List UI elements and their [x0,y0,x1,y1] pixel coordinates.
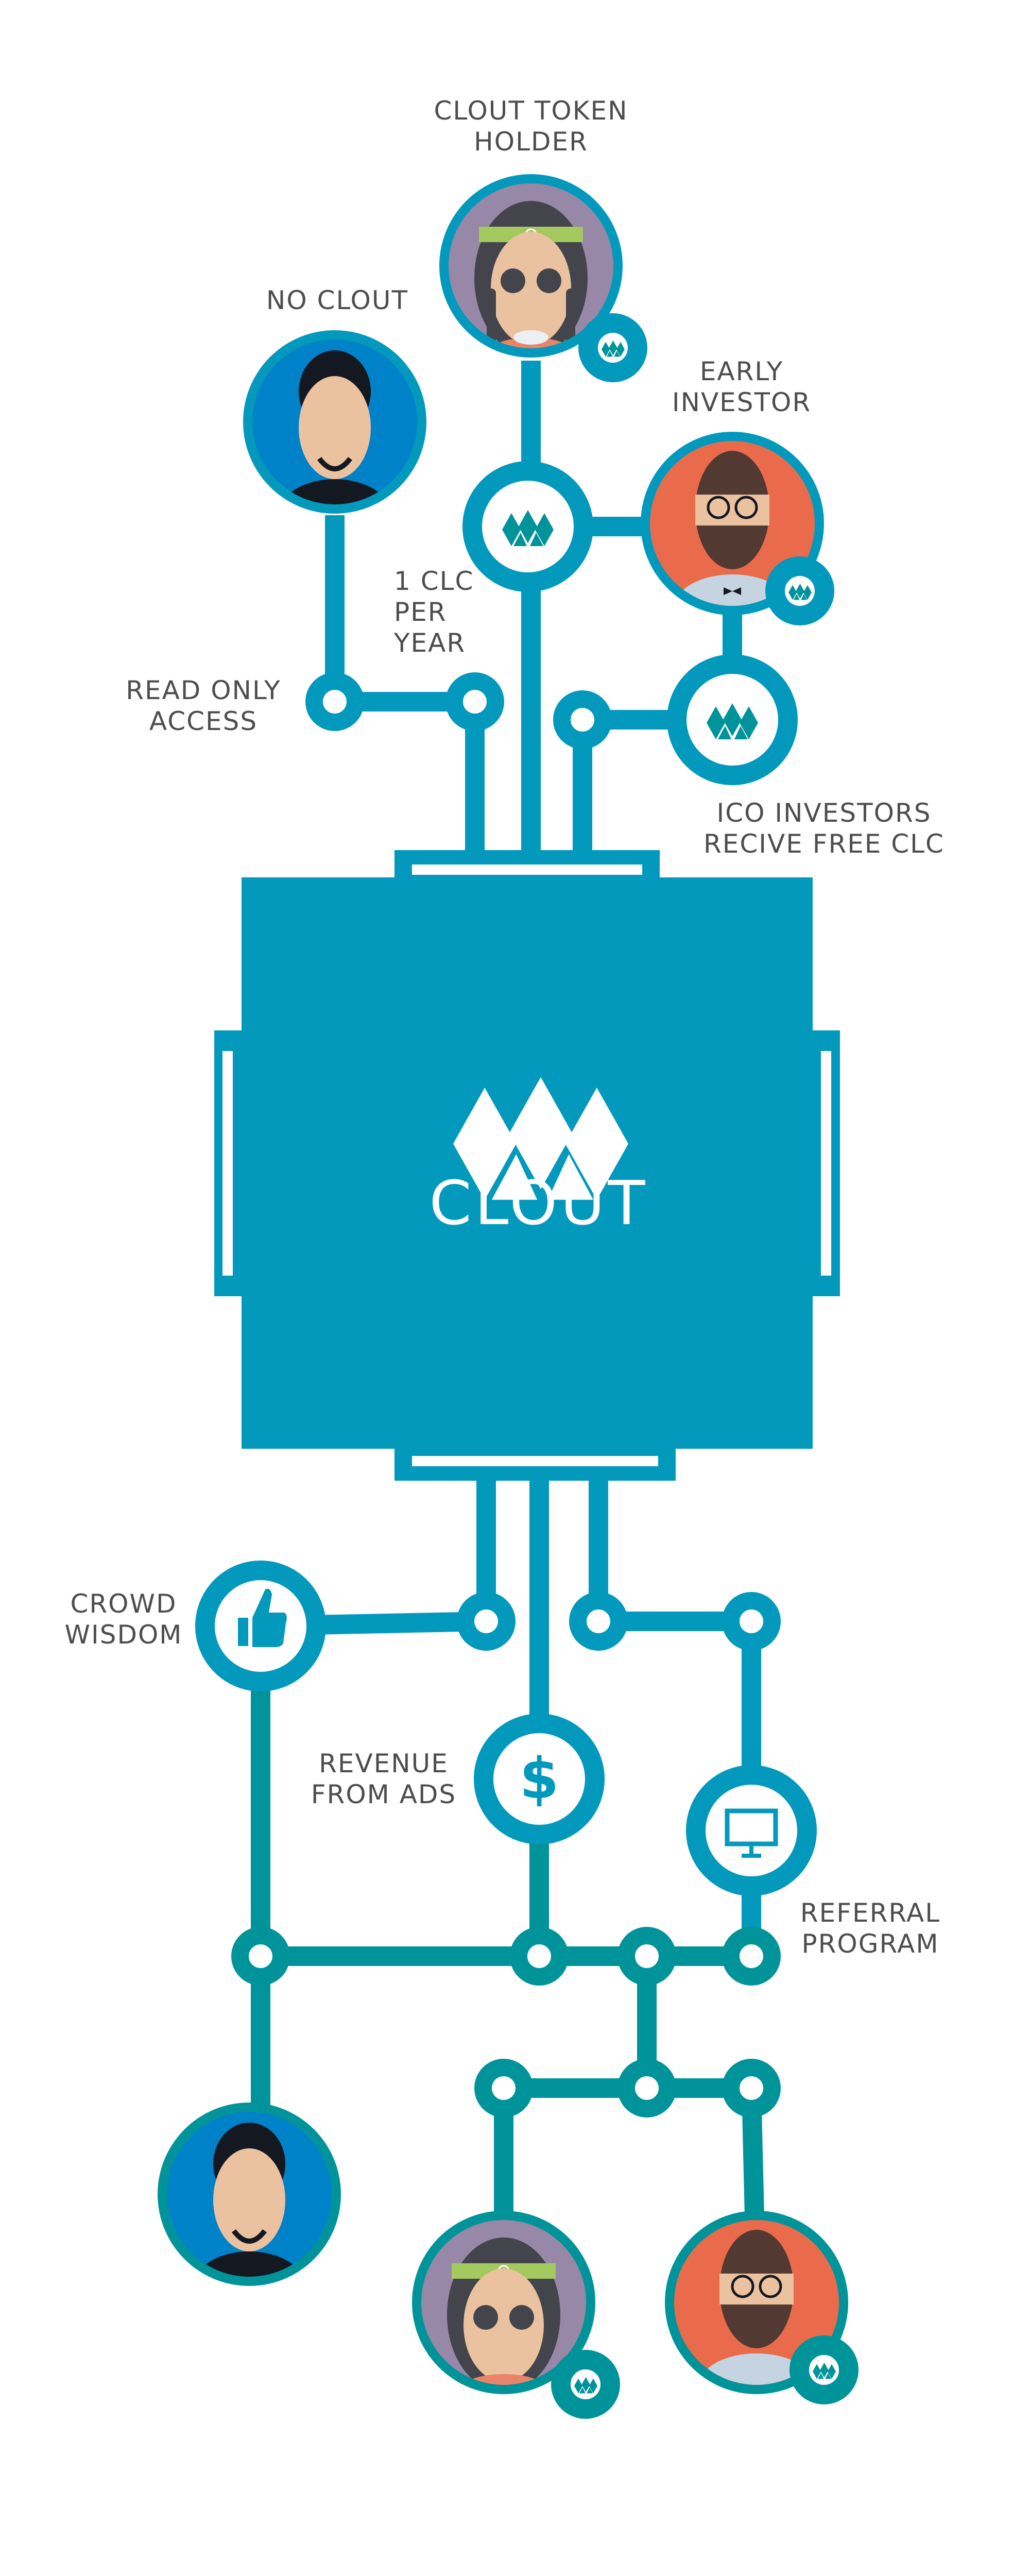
logo-text: CLOUT [429,1167,648,1239]
label-early-investor-1: EARLY [700,357,783,386]
label-token-holder-1: CLOUT TOKEN [434,96,628,126]
junction-split-3 [722,2059,781,2117]
clout-chip: CLOUT [214,850,840,1481]
hippie-girl-avatar-icon [474,201,588,348]
label-referral-2: PROGRAM [801,1929,939,1959]
label-ico-1: ICO INVESTORS [717,798,932,828]
label-early-investor-2: INVESTOR [672,387,811,417]
junction-bus-4 [722,1927,781,1986]
junction-referral-corner [722,1592,781,1651]
node-ico[interactable] [667,654,798,785]
node-bottom-girl[interactable] [412,2211,620,2420]
node-early-investor[interactable] [641,432,834,636]
node-revenue[interactable]: $ [474,1714,605,1844]
junction-ico [553,690,612,749]
label-crowd-2: WISDOM [65,1620,183,1650]
label-read-only-2: ACCESS [149,706,258,736]
junction-referral [569,1592,628,1651]
junction-split-2 [617,2059,676,2117]
man-avatar-icon [278,350,391,504]
label-clc-2: PER [394,597,447,627]
node-bottom-bearded[interactable] [665,2211,859,2415]
junction-bus-3 [617,1927,676,1986]
label-read-only-1: READ ONLY [126,675,281,705]
dollar-icon: $ [520,1745,559,1811]
junction-bus-1 [231,1927,290,1986]
node-token-holder[interactable] [439,174,647,384]
bearded-man-avatar-icon [676,451,789,606]
label-token-holder-2: HOLDER [474,127,588,157]
node-referral[interactable] [686,1765,817,1896]
junction-clc [445,672,504,731]
label-no-clout: NO CLOUT [266,285,408,315]
junction-read-only [305,672,364,731]
clout-logo: CLOUT [429,1077,648,1239]
thumbs-up-icon [238,1588,287,1647]
node-no-clout[interactable] [243,330,426,551]
label-crowd-1: CROWD [71,1589,177,1619]
junction-bus-2 [510,1927,569,1986]
node-clc-token[interactable] [462,461,593,592]
node-bottom-man[interactable] [158,2103,341,2324]
bearded-man-avatar-icon [700,2230,813,2385]
node-crowd-wisdom[interactable] [195,1561,326,1691]
hippie-girl-avatar-icon [447,2238,560,2385]
label-revenue-2: FROM ADS [311,1780,456,1809]
label-referral-1: REFERRAL [800,1898,940,1928]
label-clc-3: YEAR [393,628,466,658]
label-ico-2: RECIVE FREE CLC [703,829,945,859]
junction-crowd [457,1592,516,1651]
monitor-icon [725,1808,778,1858]
man-avatar-icon [193,2123,306,2277]
label-clc-1: 1 CLC [394,566,474,596]
label-revenue-1: REVENUE [319,1749,449,1778]
junction-split-1 [474,2059,533,2117]
